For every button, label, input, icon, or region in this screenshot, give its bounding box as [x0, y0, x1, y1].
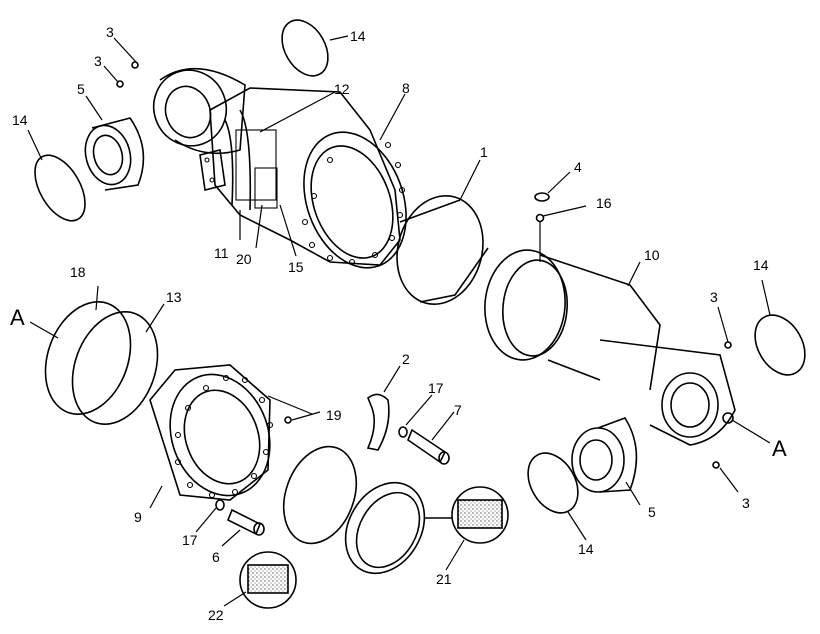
seal-ring-lower-c: [355, 491, 421, 569]
label-14c: 14: [753, 257, 769, 273]
fitting-3d: [712, 461, 720, 469]
label-9: 9: [134, 509, 142, 525]
seal-ring-13: [71, 311, 159, 425]
seal-ring-18: [44, 301, 132, 415]
label-17b: 17: [182, 532, 198, 548]
label-5b: 5: [648, 504, 656, 520]
label-8: 8: [402, 80, 410, 96]
label-5a: 5: [77, 81, 85, 97]
label-12: 12: [334, 81, 350, 97]
label-14d: 14: [578, 541, 594, 557]
part-labels: 3 3 5 14 14 12 8 1 4 16 10 14 3 11 20 15…: [10, 24, 787, 623]
label-1: 1: [480, 144, 488, 160]
label-A-right: A: [772, 436, 787, 461]
label-22: 22: [208, 607, 224, 623]
bearing-top: [84, 117, 145, 191]
label-14b: 14: [12, 112, 28, 128]
label-18: 18: [70, 264, 86, 280]
label-3d: 3: [742, 495, 750, 511]
cylinder-rod: [484, 249, 736, 446]
label-6: 6: [212, 549, 220, 565]
head-clevis: [152, 67, 246, 155]
head-housing: [199, 87, 407, 269]
label-19: 19: [326, 407, 342, 423]
seal-ring-lower-b: [344, 481, 426, 575]
label-17a: 17: [428, 380, 444, 396]
sleeve: [396, 194, 489, 306]
bolt-lower: [215, 499, 265, 536]
label-7: 7: [454, 402, 462, 418]
label-3c: 3: [710, 289, 718, 305]
label-11: 11: [214, 245, 229, 261]
seal-ring-14c: [754, 314, 806, 376]
label-3a: 3: [106, 24, 114, 40]
seal-ring-14d: [527, 452, 579, 514]
label-10: 10: [644, 247, 660, 263]
fitting-3a: [131, 61, 139, 69]
seal-ring-lower-a: [282, 445, 358, 545]
small-part-16: [535, 213, 545, 223]
detail-22: [239, 551, 297, 609]
bottom-housing: [149, 364, 274, 501]
seal-ring-14a: [34, 154, 86, 222]
label-13: 13: [166, 289, 182, 305]
bolt-upper: [398, 426, 450, 465]
label-16: 16: [596, 195, 612, 211]
label-4: 4: [574, 159, 582, 175]
detail-21: [425, 486, 509, 544]
fitting-19: [284, 416, 292, 424]
label-21: 21: [436, 571, 452, 587]
bearing-right: [571, 417, 638, 493]
fitting-3c: [724, 341, 732, 349]
fitting-3b: [116, 80, 124, 88]
label-A-left: A: [10, 305, 25, 330]
label-3b: 3: [94, 53, 102, 69]
retainer-segment: [366, 393, 390, 451]
label-15: 15: [288, 259, 304, 275]
seal-ring-14b: [281, 19, 329, 77]
label-2: 2: [402, 351, 410, 367]
small-part-4: [534, 192, 550, 202]
label-14a: 14: [350, 28, 366, 44]
label-20: 20: [236, 251, 252, 267]
leader-lines: [27, 35, 771, 607]
